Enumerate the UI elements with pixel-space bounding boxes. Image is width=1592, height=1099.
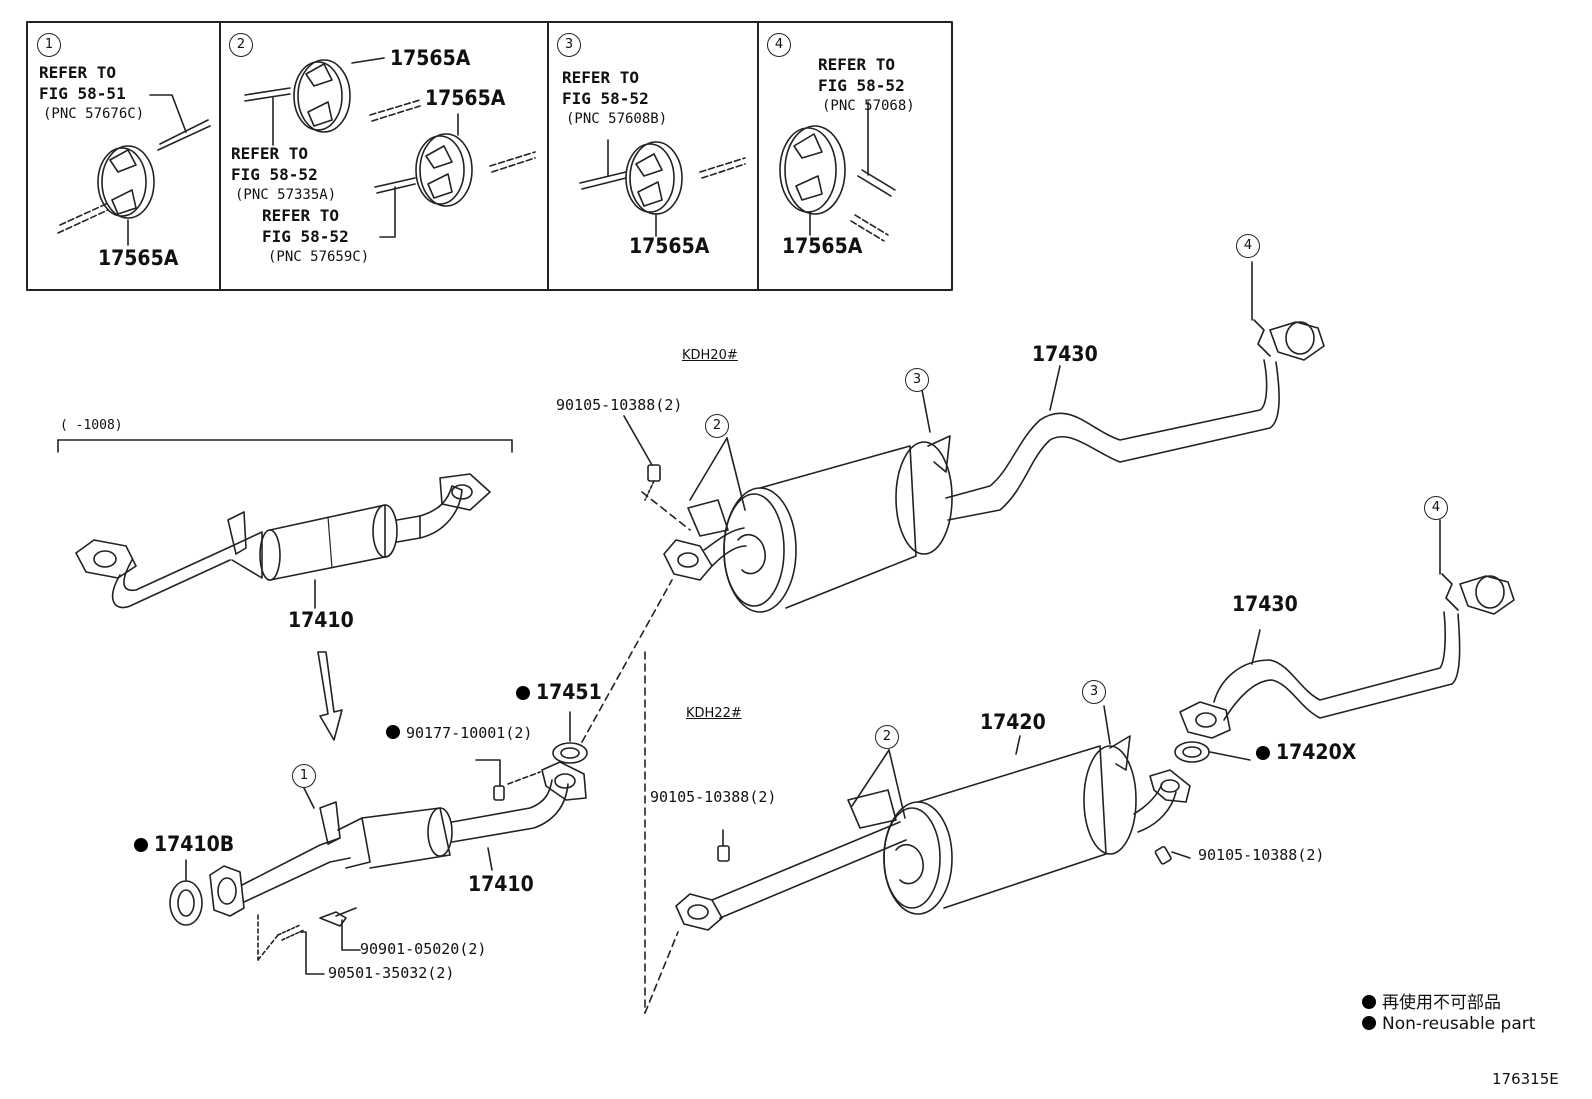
inset-frame	[26, 21, 953, 291]
kdh22-bolt-right: 90105-10388(2)	[1198, 846, 1325, 864]
legend-line1: 再使用不可部品	[1362, 988, 1501, 1013]
panel3-part: 17565A	[629, 234, 710, 258]
kdh20-callout-3-icon: 3	[905, 368, 929, 392]
kdh22-callout-2-icon: 2	[875, 725, 899, 749]
kdh20-callout-4-icon: 4	[1236, 234, 1260, 258]
panel1-ref-line1: REFER TO	[39, 63, 117, 82]
kdh20-callout-2-icon: 2	[705, 414, 729, 438]
panel3-ref-line3: (PNC 57608B)	[566, 111, 668, 127]
panel4-ref-line1: REFER TO	[818, 55, 896, 74]
panel2-ref2-line1: REFER TO	[262, 206, 340, 225]
spring: 90501-35032(2)	[328, 964, 455, 982]
nut: 90177-10001(2)	[386, 724, 532, 742]
panel2-part-b: 17565A	[425, 86, 506, 110]
panel2-index-icon: 2	[229, 33, 253, 57]
upper-pipe-part: 17410	[288, 608, 354, 632]
legend-dot-icon	[1362, 995, 1376, 1009]
kdh22-callout-4-icon: 4	[1424, 496, 1448, 520]
upper-front-pipe	[57, 439, 513, 609]
non-reusable-dot-icon	[516, 686, 530, 700]
kdh22-muffler-part: 17420	[980, 710, 1046, 734]
down-arrow	[317, 651, 343, 741]
panel1-ref-line3: (PNC 57676C)	[43, 106, 145, 122]
kdh20-bolt: 90105-10388(2)	[556, 396, 683, 414]
kdh22-gasket-label: 17420X	[1276, 740, 1357, 764]
non-reusable-dot-icon	[134, 838, 148, 852]
panel2-ref1-line1: REFER TO	[231, 144, 309, 163]
panel4-part: 17565A	[782, 234, 863, 258]
panel2-ref2-line2: FIG 58-52	[262, 227, 349, 246]
legend-line2: Non-reusable part	[1362, 1014, 1535, 1034]
panel4-hanger	[779, 101, 896, 242]
panel1-index-icon: 1	[37, 33, 61, 57]
legend-dot-icon	[1362, 1016, 1376, 1030]
lower-front-pipe	[169, 711, 588, 975]
panel2-part-a: 17565A	[390, 46, 471, 70]
nut-label: 90177-10001(2)	[406, 724, 533, 742]
panel4-index-icon: 4	[767, 33, 791, 57]
kdh20-muffler	[623, 261, 1325, 613]
range-label: ( -1008)	[60, 418, 123, 433]
gasket-mid: 17451	[516, 680, 602, 704]
kdh22-muffler	[675, 519, 1515, 931]
kdh22-bolt-left: 90105-10388(2)	[650, 788, 777, 806]
panel1-part: 17565A	[98, 246, 179, 270]
lower-pipe-part: 17410	[468, 872, 534, 896]
routing-lines	[581, 491, 691, 1014]
panel4-ref-line3: (PNC 57068)	[822, 98, 915, 114]
bolt-a: 90901-05020(2)	[360, 940, 487, 958]
panel4-ref-line2: FIG 58-52	[818, 76, 905, 95]
legend-line2-text: Non-reusable part	[1382, 1014, 1536, 1034]
callout-1-icon: 1	[292, 764, 316, 788]
panel2-hangers	[244, 57, 536, 238]
panel2-ref1-line3: (PNC 57335A)	[235, 187, 337, 203]
legend-line1-text: 再使用不可部品	[1382, 993, 1501, 1013]
panel1-ref-line2: FIG 58-51	[39, 84, 126, 103]
panel3-hanger	[579, 139, 746, 237]
panel3-ref-line2: FIG 58-52	[562, 89, 649, 108]
panel3-ref-line1: REFER TO	[562, 68, 640, 87]
kdh22-callout-3-icon: 3	[1082, 680, 1106, 704]
kdh22-tail-part: 17430	[1232, 592, 1298, 616]
kdh22-gasket: 17420X	[1256, 740, 1356, 764]
gasket-mid-label: 17451	[536, 680, 602, 704]
kdh22-model-label: KDH22#	[686, 706, 742, 721]
gasket-front: 17410B	[134, 832, 234, 856]
panel2-ref1-line2: FIG 58-52	[231, 165, 318, 184]
gasket-front-label: 17410B	[154, 832, 235, 856]
figure-id: 176315E	[1492, 1070, 1559, 1088]
non-reusable-dot-icon	[1256, 746, 1270, 760]
panel2-ref2-line3: (PNC 57659C)	[268, 249, 370, 265]
kdh20-tail-part: 17430	[1032, 342, 1098, 366]
non-reusable-dot-icon	[386, 725, 400, 739]
panel3-index-icon: 3	[557, 33, 581, 57]
kdh20-model-label: KDH20#	[682, 348, 738, 363]
panel1-hanger	[57, 94, 211, 246]
